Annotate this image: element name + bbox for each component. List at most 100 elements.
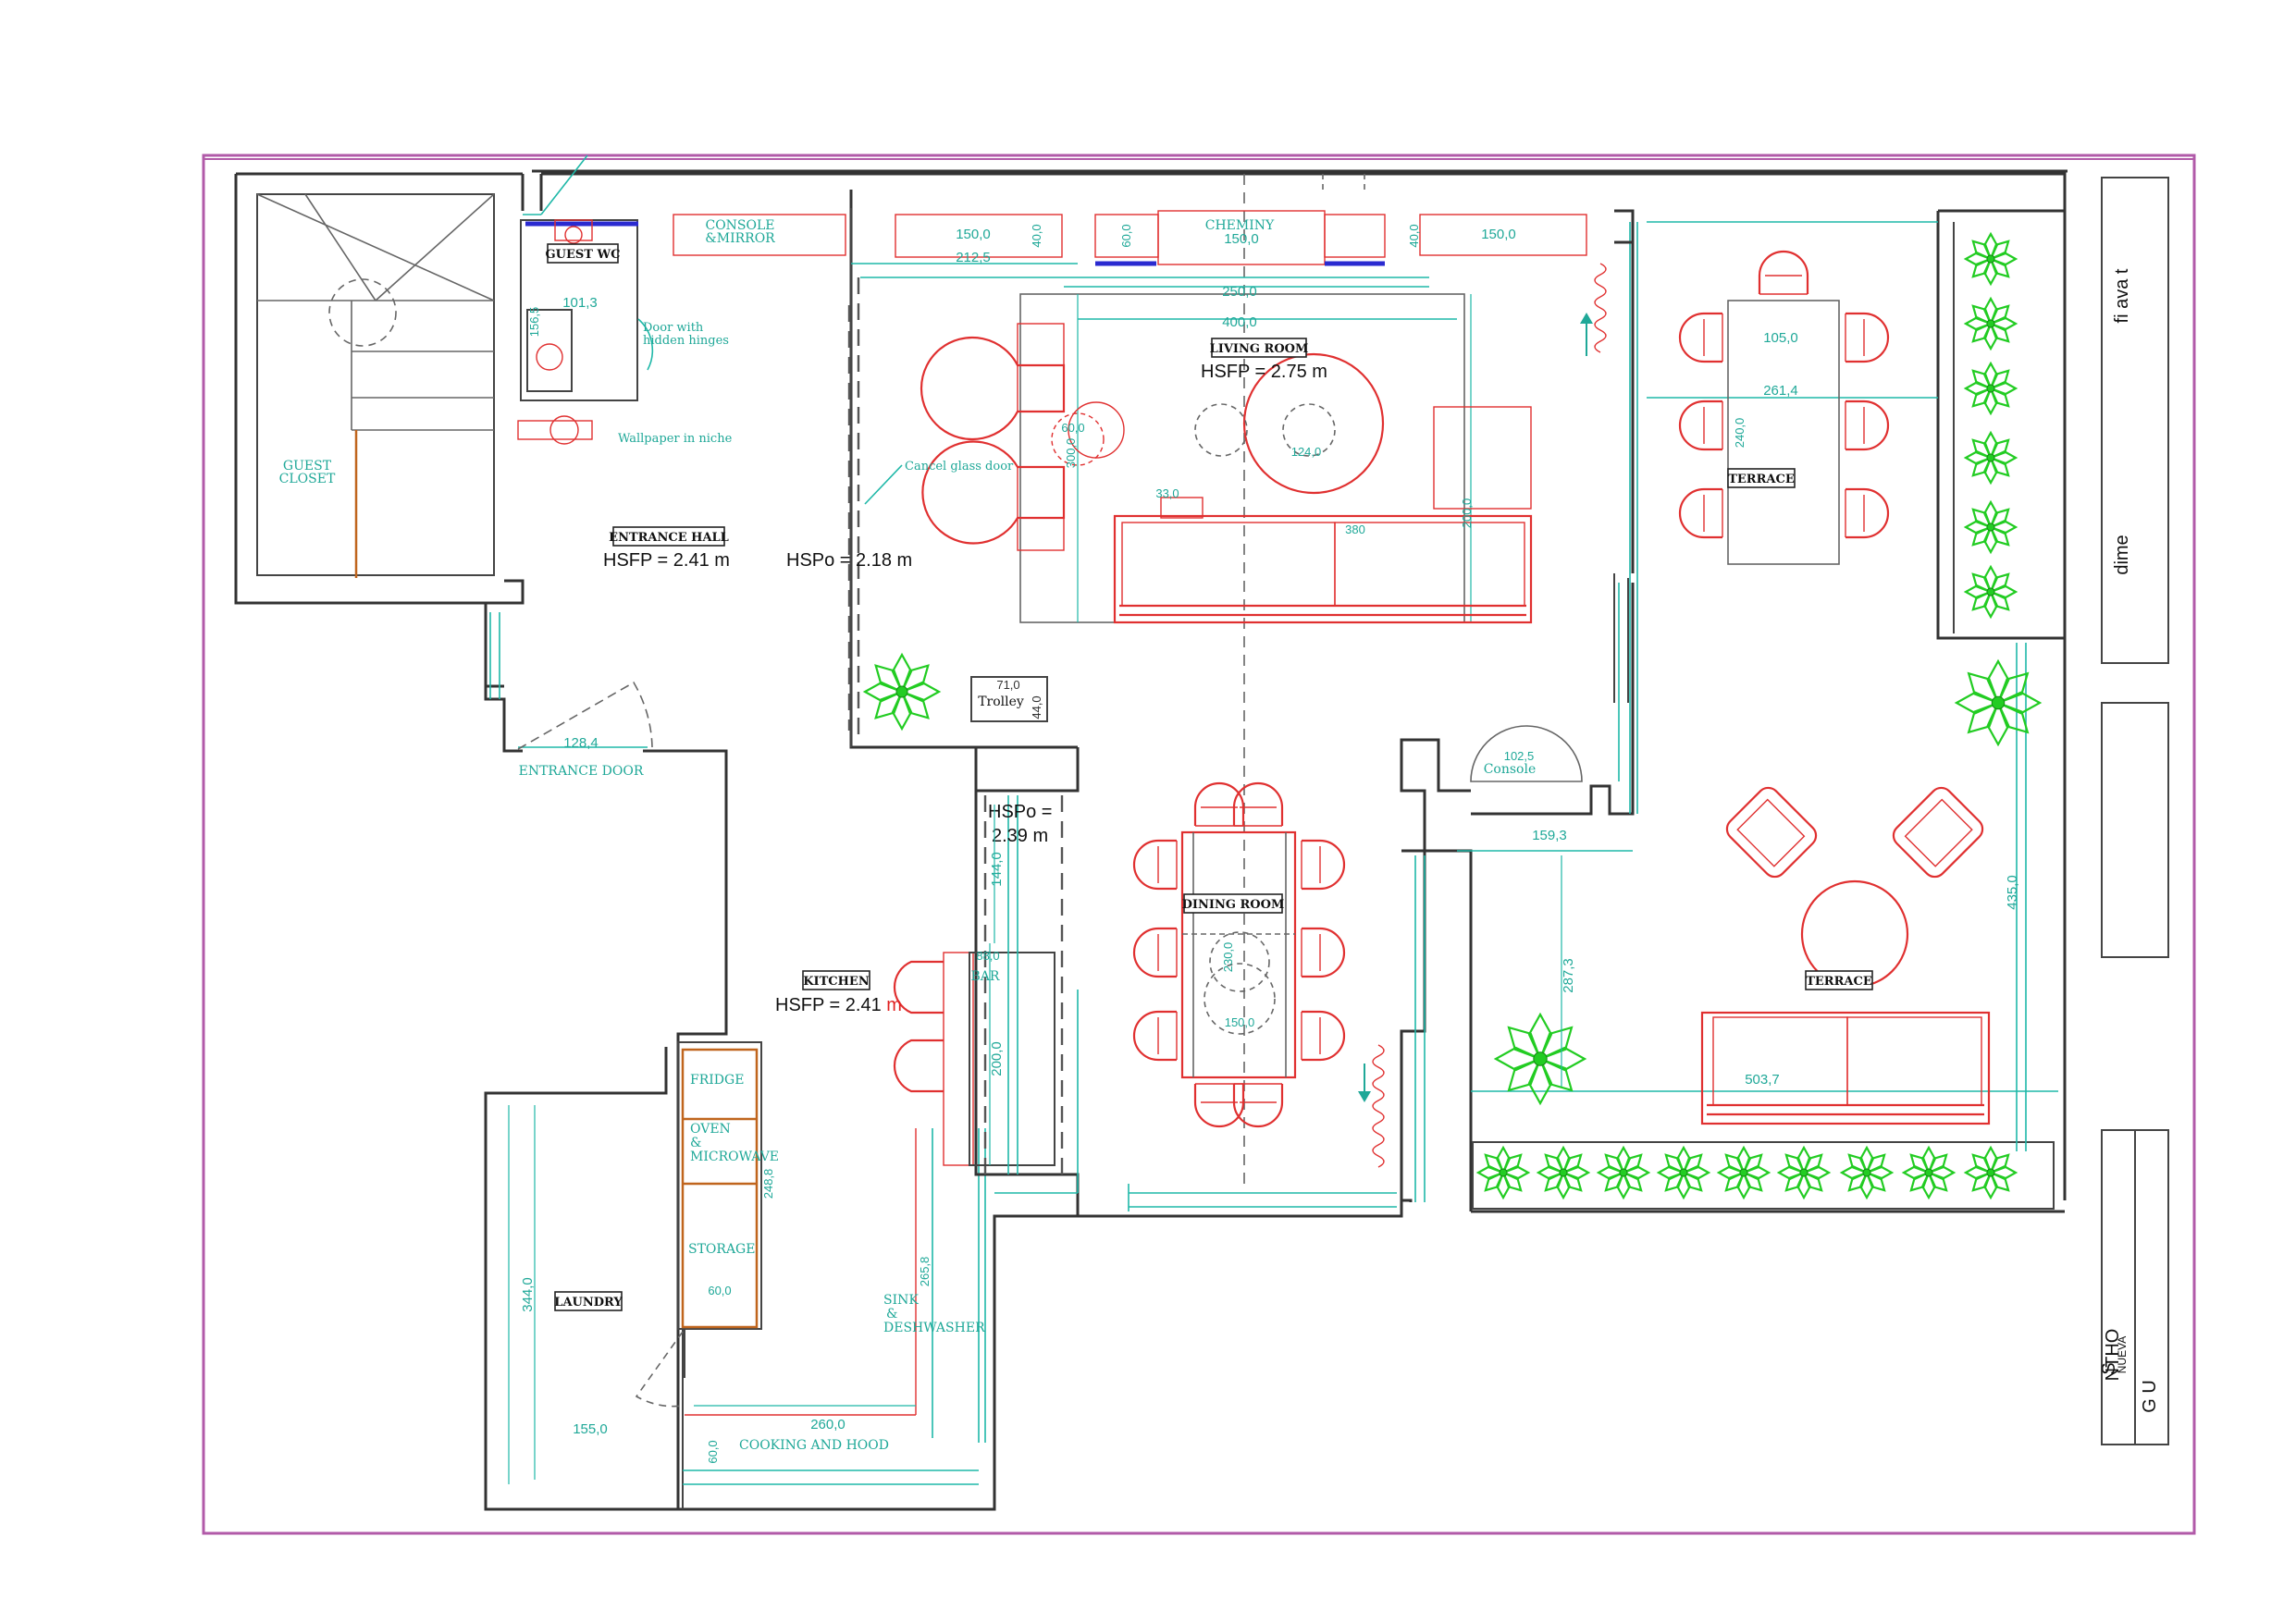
svg-text:88,0: 88,0 xyxy=(976,949,999,963)
chair xyxy=(1845,312,1890,363)
svg-text:250,0: 250,0 xyxy=(1222,284,1257,300)
svg-text:60,0: 60,0 xyxy=(708,1284,731,1297)
plant-icon xyxy=(1963,231,2018,287)
side-text-bottom-d: G U xyxy=(2140,1380,2160,1413)
title-block: fi ava t dime NTHO S NUEVA G U xyxy=(2099,177,2169,1445)
svg-text:128,4: 128,4 xyxy=(563,735,599,751)
plant-icon xyxy=(1901,1145,1957,1200)
label-entrance-door: ENTRANCE DOOR xyxy=(519,764,644,779)
label-console-2: &MIRROR xyxy=(705,231,775,246)
plant-icon xyxy=(1493,1012,1587,1106)
svg-text:212,5: 212,5 xyxy=(956,250,991,265)
hsfp-kitchen: HSFP = 2.41 m xyxy=(775,995,902,1015)
room-tag-terrace-top: TERRACE xyxy=(1728,473,1795,486)
svg-text:102,5: 102,5 xyxy=(1504,749,1535,763)
svg-text:156,5: 156,5 xyxy=(527,307,541,338)
svg-text:503,7: 503,7 xyxy=(1745,1072,1780,1088)
svg-text:40,0: 40,0 xyxy=(1407,224,1421,247)
chairs-group xyxy=(1132,250,1890,1128)
svg-text:150,0: 150,0 xyxy=(1224,231,1259,247)
plant-icon xyxy=(1839,1145,1895,1200)
svg-text:124,0: 124,0 xyxy=(1291,445,1322,459)
label-oven-2: & xyxy=(690,1136,701,1150)
label-bar: BAR xyxy=(971,969,1000,984)
label-storage: STORAGE xyxy=(688,1242,755,1257)
room-tags: GUEST WC LIVING ROOM ENTRANCE HALL TERRA… xyxy=(546,243,1873,1311)
svg-text:240,0: 240,0 xyxy=(1733,418,1747,449)
height-annotations: HSFP = 2.41 m HSPo = 2.18 m HSFP = 2.75 … xyxy=(603,362,1327,1015)
chair xyxy=(1301,927,1346,978)
plant-icon xyxy=(1596,1145,1651,1200)
svg-text:400,0: 400,0 xyxy=(1222,314,1257,330)
chair xyxy=(1758,250,1809,295)
plant-icon xyxy=(1536,1145,1591,1200)
label-console: Console xyxy=(1484,762,1537,777)
chair xyxy=(1132,839,1178,891)
room-tag-entrance-hall: ENTRANCE HALL xyxy=(609,531,729,545)
svg-text:150,0: 150,0 xyxy=(1225,1015,1255,1029)
label-sink-1: SINK xyxy=(883,1293,919,1308)
plant-icon xyxy=(862,652,942,732)
chair xyxy=(1678,312,1723,363)
svg-text:435,0: 435,0 xyxy=(2005,875,2020,910)
svg-text:71,0: 71,0 xyxy=(996,678,1019,692)
svg-text:248,8: 248,8 xyxy=(761,1169,775,1199)
svg-text:150,0: 150,0 xyxy=(956,227,991,242)
svg-text:40,0: 40,0 xyxy=(1030,224,1043,247)
hsfp-living: HSFP = 2.75 m xyxy=(1201,362,1327,382)
chair xyxy=(1845,487,1890,539)
plant-icon xyxy=(1963,564,2018,620)
svg-text:287,3: 287,3 xyxy=(1561,958,1576,993)
label-guest-closet-2: CLOSET xyxy=(279,472,336,486)
label-fridge: FRIDGE xyxy=(690,1073,744,1088)
svg-text:150,0: 150,0 xyxy=(1481,227,1516,242)
svg-text:344,0: 344,0 xyxy=(520,1277,536,1312)
dimension-labels: 150,0 40,0 212,5 60,0 150,0 40,0 150,0 2… xyxy=(508,224,2020,1484)
plant-icon xyxy=(1776,1145,1832,1200)
chair xyxy=(1678,487,1723,539)
label-oven-3: MICROWAVE xyxy=(690,1150,779,1164)
chair xyxy=(1232,1083,1284,1128)
side-text-bottom-a: NTHO xyxy=(2103,1329,2123,1382)
side-text-top-b: dime xyxy=(2112,535,2132,574)
hspo-bar-2: 2.39 m xyxy=(992,826,1048,846)
room-tag-guest-wc: GUEST WC xyxy=(546,248,621,262)
plants-group xyxy=(862,231,2043,1200)
label-oven-1: OVEN xyxy=(690,1122,731,1137)
label-chimney: CHEMINY xyxy=(1205,218,1275,233)
svg-text:380: 380 xyxy=(1345,523,1365,536)
side-text-bottom-c: NUEVA xyxy=(2116,1336,2129,1373)
side-text-bottom-b: S xyxy=(2099,1362,2119,1374)
room-tag-living-room: LIVING ROOM xyxy=(1210,342,1309,356)
room-labels: GUEST CLOSET CONSOLE &MIRROR CHEMINY ENT… xyxy=(279,218,1537,1453)
plant-icon xyxy=(1963,1145,2018,1200)
svg-text:101,3: 101,3 xyxy=(562,295,598,311)
walls xyxy=(234,154,2068,1511)
svg-text:33,0: 33,0 xyxy=(1155,486,1179,500)
plant-icon xyxy=(1963,361,2018,416)
room-tag-dining-room: DINING ROOM xyxy=(1182,898,1285,912)
svg-text:200,0: 200,0 xyxy=(989,1041,1005,1076)
chair xyxy=(1232,781,1284,827)
svg-text:60,0: 60,0 xyxy=(706,1440,720,1463)
note-door-1: Door with xyxy=(643,321,704,335)
hspo-entrance: HSPo = 2.18 m xyxy=(786,550,912,571)
label-trolley: Trolley xyxy=(978,695,1024,709)
svg-text:265,8: 265,8 xyxy=(918,1257,932,1287)
plant-icon xyxy=(1475,1145,1531,1200)
chair xyxy=(1301,839,1346,891)
plant-icon xyxy=(1963,499,2018,555)
plant-icon xyxy=(1656,1145,1711,1200)
hspo-bar-1: HSPo = xyxy=(988,802,1052,822)
svg-text:44,0: 44,0 xyxy=(1030,695,1043,719)
svg-text:105,0: 105,0 xyxy=(1763,330,1798,346)
chair xyxy=(1132,1010,1178,1062)
chair xyxy=(1132,927,1178,978)
svg-text:230,0: 230,0 xyxy=(1221,942,1235,973)
chair xyxy=(1301,1010,1346,1062)
chair xyxy=(1193,781,1245,827)
svg-text:155,0: 155,0 xyxy=(573,1421,608,1437)
room-tag-laundry: LAUNDRY xyxy=(554,1296,623,1309)
note-door-2: hidden hinges xyxy=(643,334,729,348)
